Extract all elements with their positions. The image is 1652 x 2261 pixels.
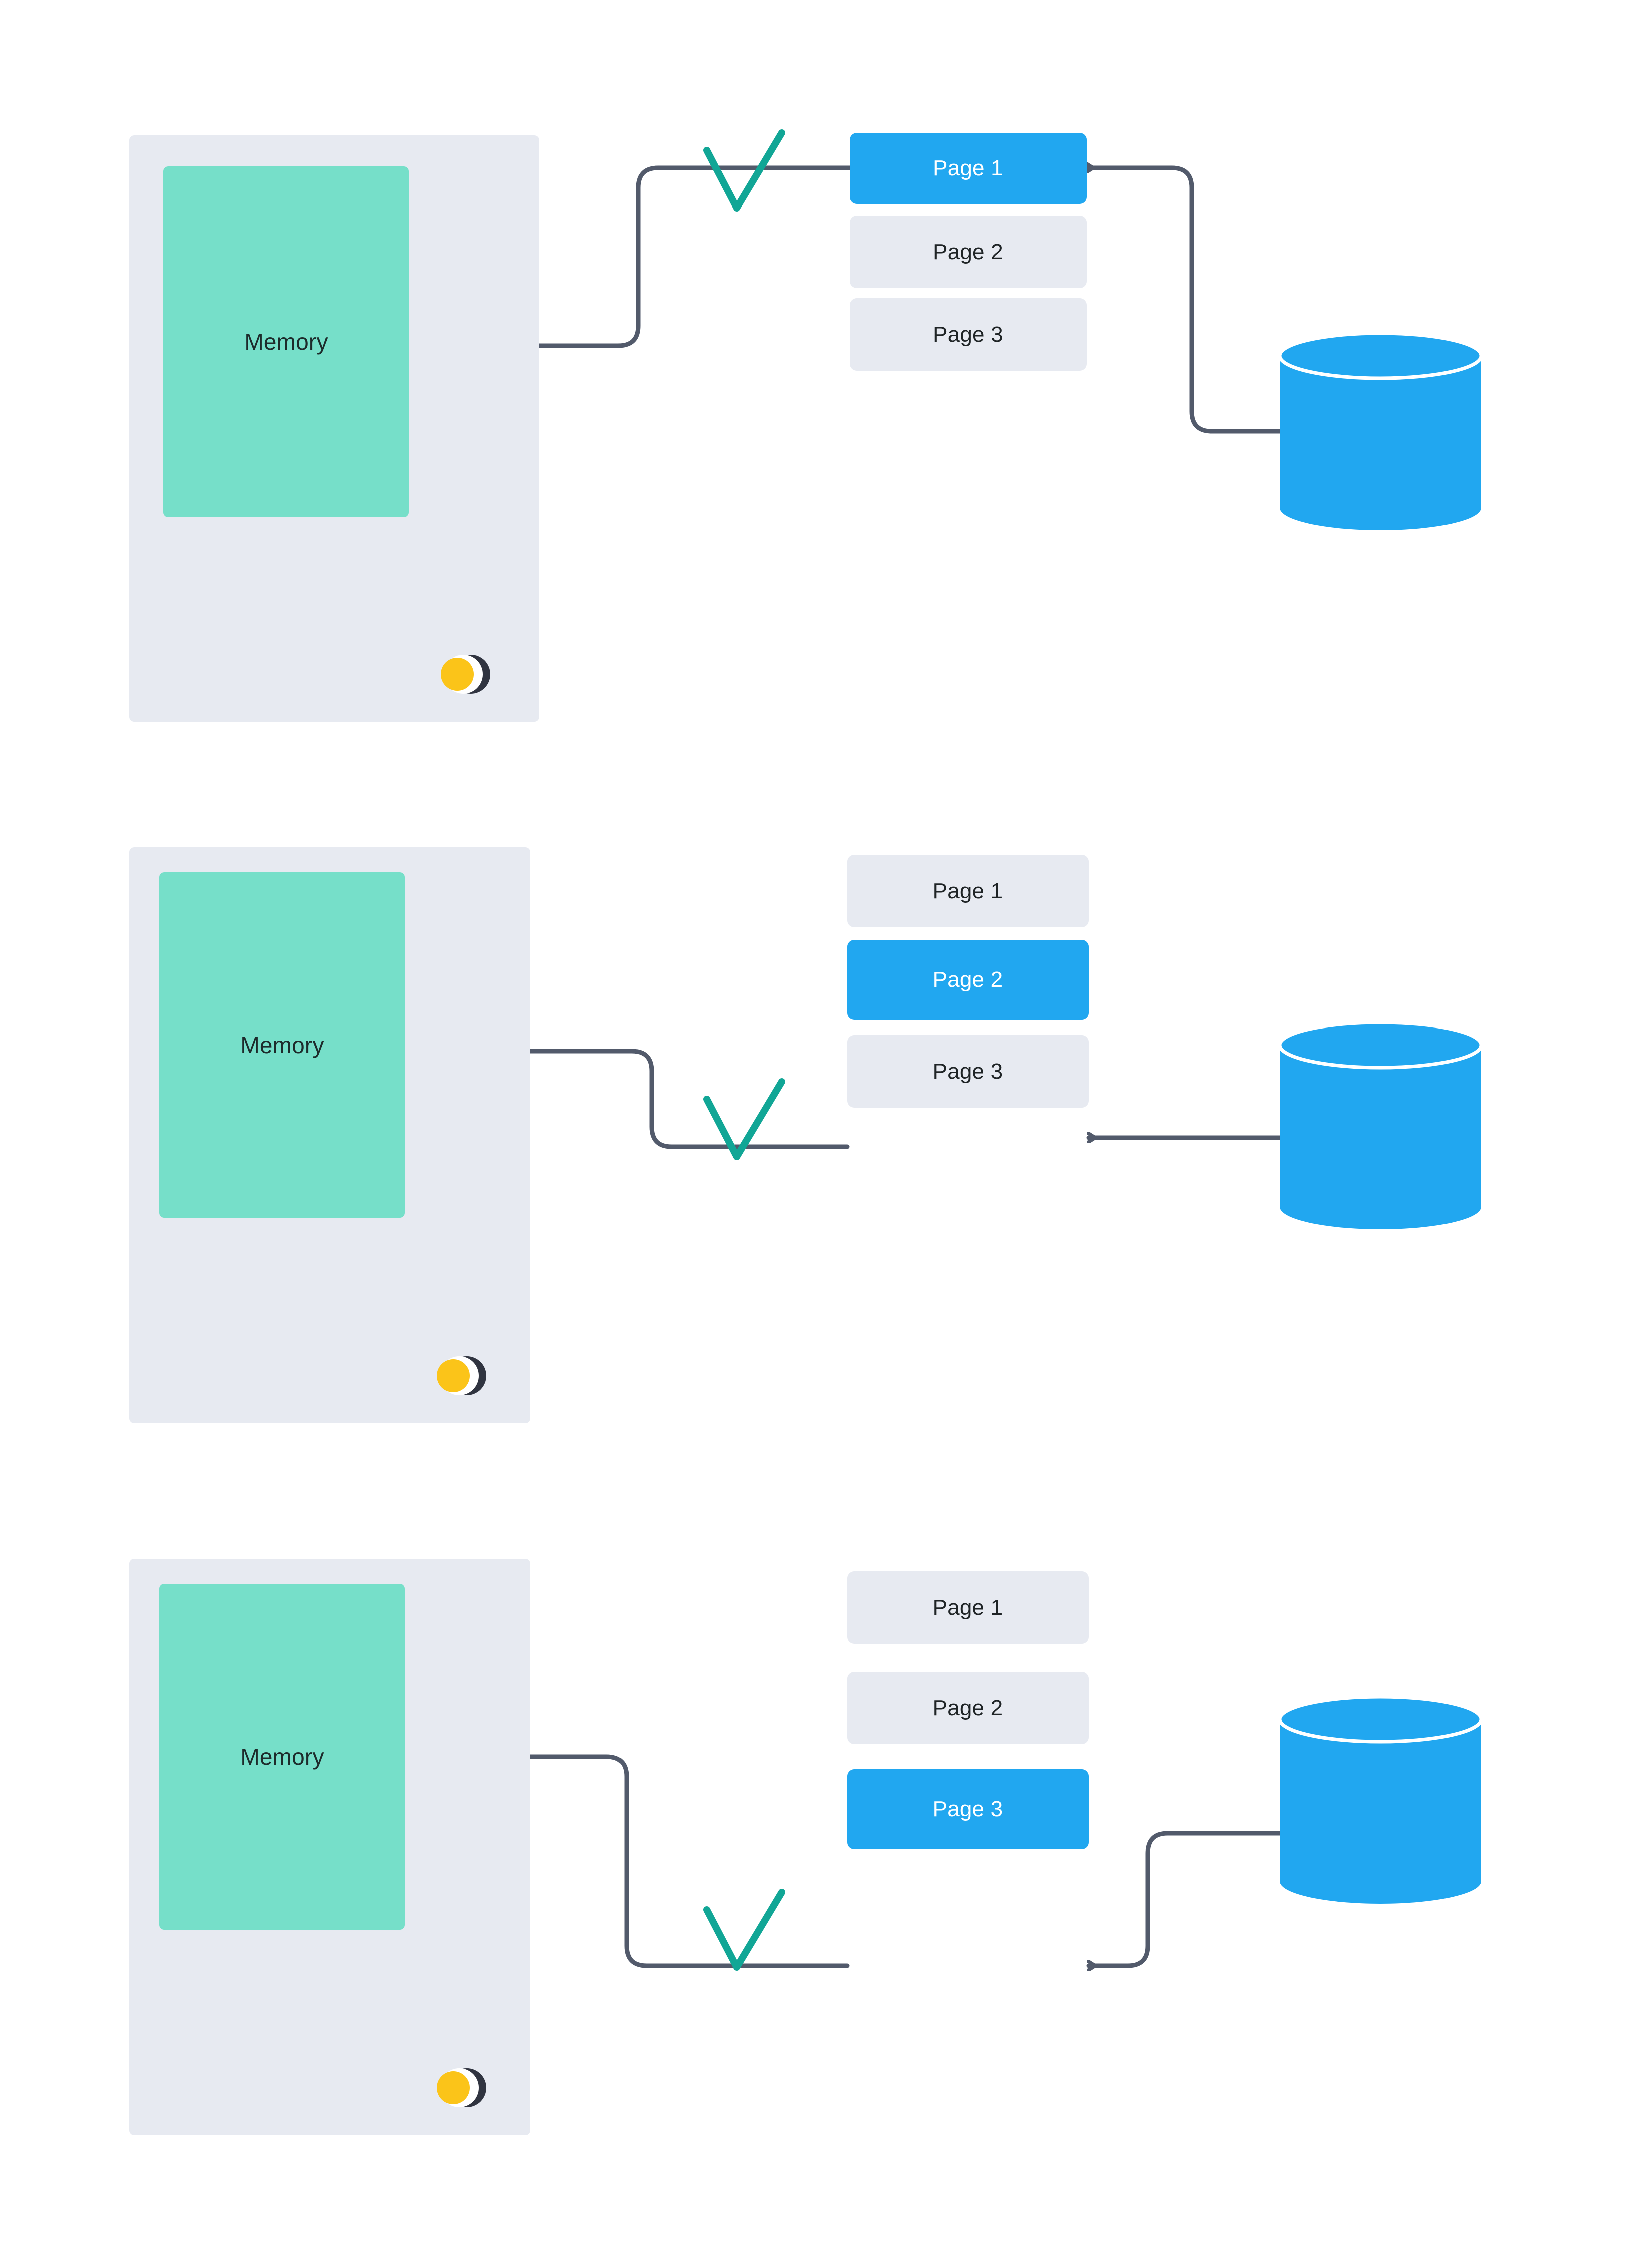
database-cylinder-icon-panel-2 bbox=[1278, 1020, 1483, 1229]
page-block-2-panel-2[interactable]: Page 2 bbox=[847, 940, 1089, 1020]
page-block-1-panel-3[interactable]: Page 1 bbox=[847, 1571, 1089, 1644]
memory-container-panel-1: Memory bbox=[129, 135, 539, 722]
page-block-2-panel-3[interactable]: Page 2 bbox=[847, 1672, 1089, 1744]
data-source-label-panel-1: Data Source bbox=[1520, 421, 1644, 446]
eclipse-logo-icon-panel-2 bbox=[437, 1347, 486, 1404]
page-label-2-panel-3: Page 2 bbox=[932, 1695, 1003, 1720]
memory-label-panel-3: Memory bbox=[240, 1744, 324, 1770]
data-source-label-panel-3: Data Source bbox=[1520, 1789, 1644, 1814]
page-block-3-panel-2[interactable]: Page 3 bbox=[847, 1035, 1089, 1108]
memory-block-panel-1[interactable]: Memory bbox=[163, 166, 409, 517]
page-label-2-panel-1: Page 2 bbox=[933, 239, 1003, 264]
page-block-3-panel-3[interactable]: Page 3 bbox=[847, 1769, 1089, 1849]
database-cylinder-icon-panel-3 bbox=[1278, 1695, 1483, 1904]
page-label-3-panel-2: Page 3 bbox=[932, 1059, 1003, 1084]
eclipse-logo-icon-panel-3 bbox=[437, 2059, 486, 2116]
page-label-3-panel-3: Page 3 bbox=[932, 1797, 1003, 1821]
memory-block-panel-3[interactable]: Memory bbox=[159, 1584, 405, 1930]
memory-container-panel-2: Memory bbox=[129, 847, 530, 1423]
data-source-cylinder-panel-2[interactable]: Data Source bbox=[1278, 1020, 1643, 1233]
memory-label-panel-1: Memory bbox=[244, 329, 328, 355]
panel-2: Memory Page 1 Page 2 Page 3 Data Source bbox=[0, 712, 1652, 1423]
page-block-3-panel-1[interactable]: Page 3 bbox=[850, 298, 1087, 371]
eclipse-logo-icon-panel-1 bbox=[441, 646, 490, 703]
memory-label-panel-2: Memory bbox=[240, 1032, 324, 1058]
page-label-2-panel-2: Page 2 bbox=[932, 967, 1003, 992]
memory-block-panel-2[interactable]: Memory bbox=[159, 872, 405, 1218]
page-block-1-panel-1[interactable]: Page 1 bbox=[850, 133, 1087, 204]
page-label-1-panel-3: Page 1 bbox=[932, 1595, 1003, 1620]
data-source-cylinder-panel-1[interactable]: Data Source bbox=[1278, 331, 1643, 534]
page-block-2-panel-1[interactable]: Page 2 bbox=[850, 216, 1087, 288]
database-cylinder-icon-panel-1 bbox=[1278, 331, 1483, 530]
panel-1: Memory Page 1 Page 2 Page 3 Data S bbox=[0, 0, 1652, 722]
panel-3: Memory Page 1 Page 2 Page 3 Data Source bbox=[0, 1423, 1652, 2135]
page-label-3-panel-1: Page 3 bbox=[933, 322, 1003, 347]
page-label-1-panel-2: Page 1 bbox=[932, 878, 1003, 903]
data-source-cylinder-panel-3[interactable]: Data Source bbox=[1278, 1695, 1643, 1907]
data-source-label-panel-2: Data Source bbox=[1520, 1115, 1644, 1140]
page-label-1-panel-1: Page 1 bbox=[933, 156, 1003, 180]
page-block-1-panel-2[interactable]: Page 1 bbox=[847, 855, 1089, 927]
memory-container-panel-3: Memory bbox=[129, 1559, 530, 2135]
